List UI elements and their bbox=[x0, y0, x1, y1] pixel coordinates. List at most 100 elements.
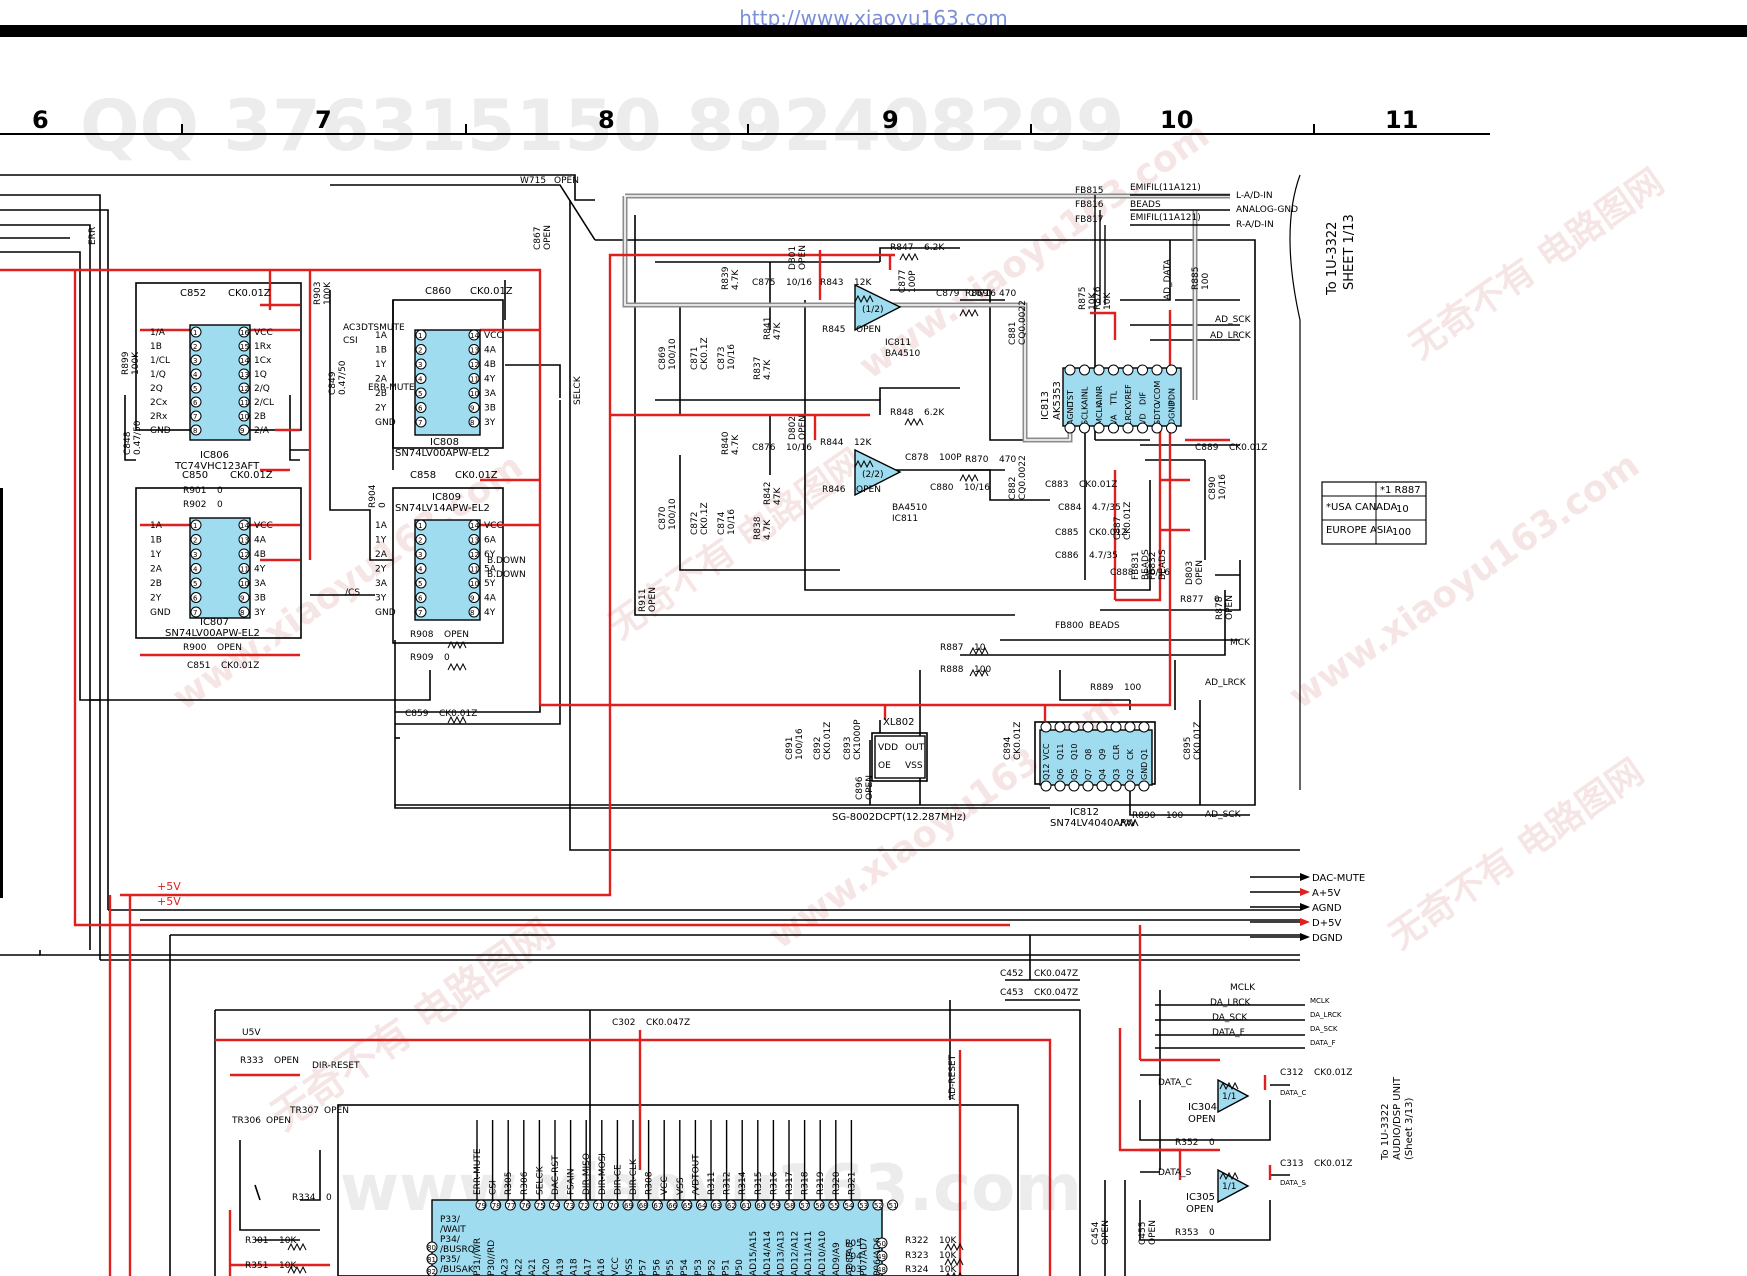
cpu-port-name: AD13/A13 bbox=[777, 1231, 787, 1276]
ic-pin-number-marker bbox=[190, 592, 202, 603]
cpu-pin-number: 79 bbox=[477, 1202, 486, 1210]
component-ref: R353 bbox=[1175, 1228, 1198, 1238]
component-value: OPEN bbox=[1101, 1220, 1111, 1245]
ic811-part-a: BA4510 bbox=[885, 349, 921, 359]
ic812-ref: IC812 bbox=[1070, 807, 1099, 818]
resistor-symbol bbox=[969, 646, 989, 656]
cpu-port-name: P51 bbox=[721, 1259, 731, 1276]
cpu-port-name: P53 bbox=[694, 1259, 704, 1276]
ic-pin-number-marker bbox=[415, 606, 427, 618]
ic808-ref: IC808 bbox=[430, 437, 459, 448]
ic-pin-number-marker bbox=[238, 396, 250, 408]
component-value: 0 bbox=[326, 1193, 332, 1203]
cpu-pin-marker bbox=[607, 1199, 619, 1211]
ic-pin-number: 7 bbox=[193, 609, 197, 617]
ic-pin-number-marker bbox=[190, 354, 202, 366]
component-ref: R901 bbox=[183, 486, 206, 496]
ic-pin-name: 4Y bbox=[484, 375, 496, 385]
component-value: 6.2K bbox=[924, 408, 945, 418]
ic-pin-name: 2A bbox=[150, 565, 163, 575]
ic809-cap-label: C858 bbox=[410, 470, 436, 481]
cpu-pin-name: DIR-MISO bbox=[582, 1153, 592, 1195]
ic813-pin-marker bbox=[1093, 364, 1105, 376]
ic-pin-name: VCC bbox=[254, 521, 273, 531]
connector-to: To 1U-3322 bbox=[1380, 1104, 1391, 1161]
ic813-pin-marker bbox=[1122, 364, 1134, 376]
ic-pin-number-marker bbox=[468, 358, 480, 370]
ic813-pin-marker bbox=[1166, 422, 1177, 434]
component-value: 10K bbox=[1088, 292, 1098, 310]
component-ref: R908 bbox=[410, 630, 434, 640]
cpu-pin-marker bbox=[813, 1199, 825, 1211]
input-beads: FB815 EMIFIL(11A121) L-A/D-IN FB816 BEAD… bbox=[1075, 183, 1298, 230]
component-value: 10/16 bbox=[964, 483, 990, 493]
cpu-pin-number: 68 bbox=[639, 1202, 648, 1210]
ic808-cap-value: CK0.01Z bbox=[470, 286, 513, 297]
component-value: 4.7K bbox=[731, 269, 741, 290]
component-ref: C896 bbox=[855, 776, 865, 800]
cpu-pin-number: 71 bbox=[595, 1202, 604, 1210]
component-value: 470 bbox=[999, 289, 1016, 299]
ic-pin-name: 1A bbox=[375, 331, 388, 341]
column-number: 8 bbox=[598, 106, 615, 134]
component-ref: R904 bbox=[368, 484, 378, 508]
ic813-part: AK5353 bbox=[1052, 381, 1063, 420]
component-ref: R334 bbox=[292, 1193, 316, 1203]
cpu-pin-name: FSAIN bbox=[567, 1169, 577, 1195]
component-ref: C884 bbox=[1058, 503, 1082, 513]
component-ref: C851 bbox=[187, 661, 210, 671]
component-ref: R869 bbox=[965, 289, 989, 299]
component-value: 10/16 bbox=[1144, 568, 1170, 578]
component-value: 4.7/35 bbox=[1089, 551, 1118, 561]
ic-pin-number: 14 bbox=[470, 522, 479, 530]
red-wiring bbox=[0, 250, 1272, 1276]
component-ref: R877 bbox=[1180, 595, 1203, 605]
resistor-symbol bbox=[854, 294, 874, 304]
component-ref: C895 bbox=[1183, 737, 1193, 760]
ic-pin-name: 1Y bbox=[375, 360, 387, 370]
ic-pin-name: 1/CL bbox=[150, 356, 170, 366]
cpu-pin-number: 76 bbox=[521, 1202, 530, 1210]
ic811-part-b: BA4510 bbox=[892, 503, 928, 513]
cpu-pin-name: R312 bbox=[723, 1172, 733, 1195]
ic812-pin-name: Q2 bbox=[1126, 769, 1135, 780]
cpu-pin-marker bbox=[725, 1199, 737, 1211]
net-label: ERR bbox=[88, 227, 98, 245]
component-value: 10K bbox=[939, 1265, 957, 1275]
component-ref: R888 bbox=[940, 665, 964, 675]
ic812-pin-marker bbox=[1068, 780, 1080, 792]
component-ref: C891 bbox=[785, 737, 795, 760]
net-label: AD_DATA bbox=[1163, 258, 1173, 300]
component-value: OPEN bbox=[444, 630, 469, 640]
component-ref: C302 bbox=[612, 1018, 635, 1028]
ic813-pin-name: VD bbox=[1139, 413, 1148, 425]
cpu-pin-name: R314 bbox=[738, 1171, 748, 1195]
cpu-pin-marker bbox=[740, 1199, 752, 1211]
ic-pin-name: 2B bbox=[150, 579, 162, 589]
ic-pin-number: 13 bbox=[470, 537, 479, 545]
resistor-symbol bbox=[1219, 1081, 1239, 1091]
bus-arrow-head bbox=[1300, 888, 1310, 896]
component-ref: C312 bbox=[1280, 1068, 1303, 1078]
ic813-pin-marker bbox=[1151, 422, 1163, 434]
supply-labels: +5V +5V bbox=[157, 880, 181, 908]
ic-pin-number: 7 bbox=[418, 419, 422, 427]
ic-titles: C852 CK0.01Z IC806 TC74VHC123AFT C850 CK… bbox=[165, 286, 1217, 1215]
resistor-symbol bbox=[944, 1242, 964, 1252]
component-ref: C890 bbox=[1208, 476, 1218, 500]
table-value: 100 bbox=[1392, 527, 1411, 538]
component-ref: R333 bbox=[240, 1056, 263, 1066]
cpu-port-name: A19 bbox=[556, 1258, 566, 1276]
ic811-ref-a: IC811 bbox=[885, 338, 911, 348]
component-ref: TR307 bbox=[289, 1106, 319, 1116]
ic-pin-name: 4B bbox=[484, 360, 496, 370]
component-value: 100/10 bbox=[668, 498, 678, 530]
component-ref: C872 bbox=[690, 512, 700, 535]
component-value: 10/16 bbox=[727, 509, 737, 535]
ic-pin-name: 2Y bbox=[150, 594, 162, 604]
ic-pin-number-marker bbox=[468, 387, 480, 399]
ic-pin-number-marker bbox=[238, 548, 250, 560]
ic-pin-name: 2/Q bbox=[254, 384, 270, 394]
component-ref: R837 bbox=[753, 357, 763, 380]
